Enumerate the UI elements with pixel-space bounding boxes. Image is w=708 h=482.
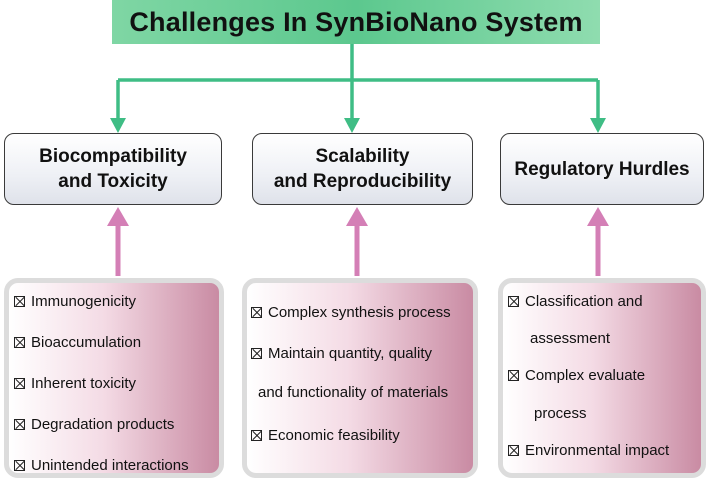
list-item: Degradation products [14,416,219,433]
list-item-continued: process [534,405,587,422]
list-item: Maintain quantity, quality [251,345,473,362]
challenge-list-regulatory: Classification and assessment Complex ev… [498,278,706,478]
list-item: Unintended interactions [14,457,219,474]
challenge-list-scalability: Complex synthesis process Maintain quant… [242,278,478,478]
category-box-biocompatibility: Biocompatibility and Toxicity [4,133,222,205]
x-checkbox-icon [508,445,519,456]
list-item: Immunogenicity [14,293,219,310]
category-label: Regulatory Hurdles [514,158,690,180]
down-arrow-center [344,118,360,133]
category-box-scalability: Scalability and Reproducibility [252,133,473,205]
category-label: Biocompatibility and Toxicity [39,146,187,192]
x-checkbox-icon [14,296,25,307]
x-checkbox-icon [508,296,519,307]
up-arrow-right [587,207,609,226]
x-checkbox-icon [251,430,262,441]
x-checkbox-icon [251,307,262,318]
list-item: Complex synthesis process [251,304,473,321]
list-item: Inherent toxicity [14,375,219,392]
list-item: Environmental impact [508,442,701,459]
list-item-continued: assessment [530,330,611,347]
list-item: Classification and [508,293,701,310]
x-checkbox-icon [14,337,25,348]
challenge-list-biocompatibility: Immunogenicity Bioaccumulation Inherent … [4,278,224,478]
x-checkbox-icon [14,378,25,389]
down-arrow-right [590,118,606,133]
x-checkbox-icon [508,370,519,381]
up-arrow-center [346,207,368,226]
category-label: Scalability and Reproducibility [273,146,452,192]
up-arrow-left [107,207,129,226]
list-item-continued: and functionality of materials [258,384,449,401]
diagram-title: Challenges In SynBioNano System [129,6,583,37]
x-checkbox-icon [14,460,25,471]
x-checkbox-icon [251,348,262,359]
list-item: Economic feasibility [251,427,473,444]
list-item: Bioaccumulation [14,334,219,351]
category-box-regulatory: Regulatory Hurdles [500,133,704,205]
x-checkbox-icon [14,419,25,430]
list-item: Complex evaluate [508,367,701,384]
down-arrow-left [110,118,126,133]
title-banner: Challenges In SynBioNano System [112,0,600,44]
